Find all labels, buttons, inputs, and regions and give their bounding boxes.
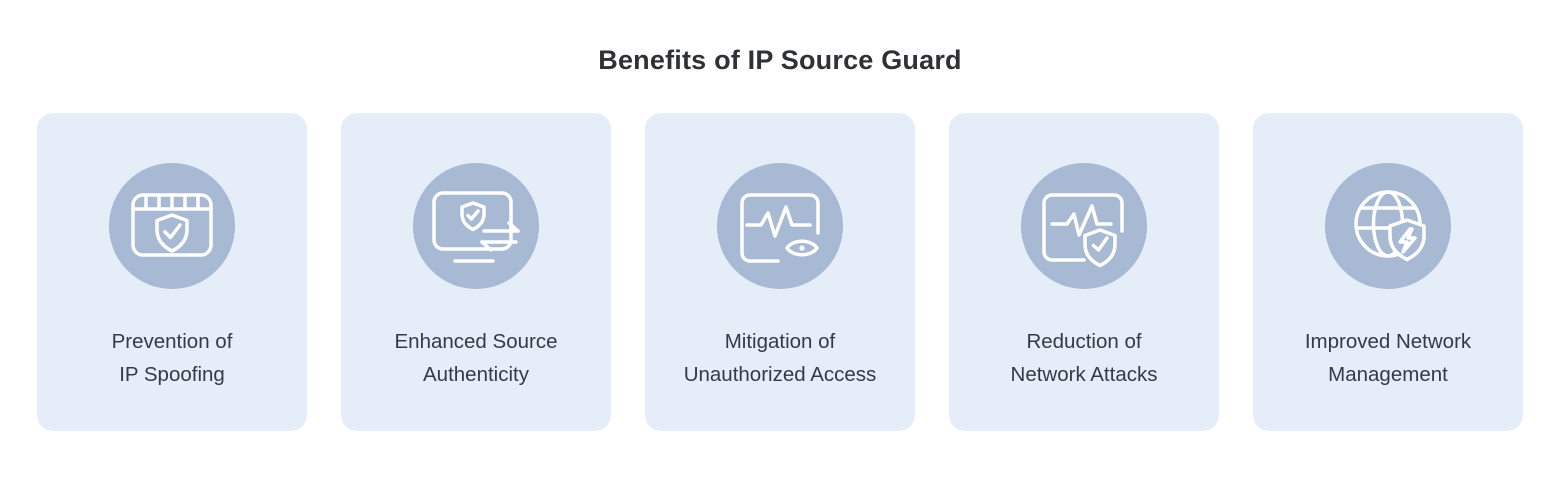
- benefit-card-prevention-ip-spoofing: Prevention of IP Spoofing: [37, 113, 307, 431]
- benefit-label-line: IP Spoofing: [119, 363, 225, 386]
- icon-circle: [109, 163, 235, 289]
- benefit-card-reduction-network-attacks: Reduction of Network Attacks: [949, 113, 1219, 431]
- benefit-label-line: Network Attacks: [1010, 363, 1158, 386]
- icon-circle: [717, 163, 843, 289]
- browser-shield-check-icon: [131, 193, 213, 257]
- benefit-label-line: Mitigation of: [724, 330, 836, 353]
- benefit-label-line: Prevention of: [111, 330, 233, 353]
- monitor-pulse-shield-icon: [1042, 193, 1124, 268]
- benefit-card-enhanced-source-authenticity: Enhanced Source Authenticity: [341, 113, 611, 431]
- benefit-label: Prevention of IP Spoofing: [112, 325, 233, 391]
- icon-circle: [413, 163, 539, 289]
- benefit-label-line: Reduction of: [1026, 330, 1142, 353]
- benefit-label-line: Unauthorized Access: [683, 363, 877, 386]
- screen-shield-transfer-icon: [432, 191, 520, 263]
- benefit-label: Improved Network Management: [1305, 325, 1471, 391]
- benefit-label-line: Authenticity: [423, 363, 529, 386]
- benefit-cards-row: Prevention of IP Spoofing Enhanced Sourc…: [0, 113, 1560, 431]
- benefit-label: Reduction of Network Attacks: [1011, 325, 1158, 391]
- benefit-label-line: Enhanced Source: [394, 330, 558, 353]
- benefit-card-mitigation-unauthorized-access: Mitigation of Unauthorized Access: [645, 113, 915, 431]
- icon-circle: [1325, 163, 1451, 289]
- icon-circle: [1021, 163, 1147, 289]
- benefit-label: Mitigation of Unauthorized Access: [684, 325, 877, 391]
- globe-shield-bolt-icon: [1354, 190, 1426, 262]
- page-title: Benefits of IP Source Guard: [598, 45, 962, 75]
- monitor-pulse-eye-icon: [740, 193, 820, 263]
- benefit-label-line: Management: [1328, 363, 1448, 386]
- benefit-label: Enhanced Source Authenticity: [395, 325, 558, 391]
- benefit-card-improved-network-management: Improved Network Management: [1253, 113, 1523, 431]
- benefit-label-line: Improved Network: [1304, 330, 1472, 353]
